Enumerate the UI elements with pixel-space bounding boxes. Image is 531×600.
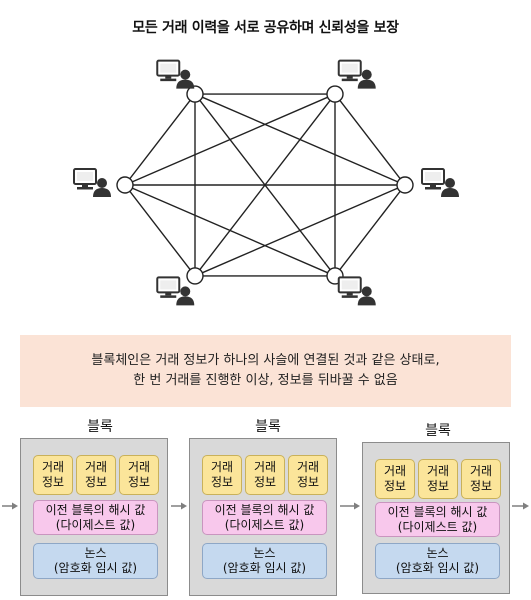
- hash-sublabel: (다이제스트 값): [397, 519, 478, 534]
- transaction-label: 거래: [296, 460, 320, 474]
- network-node: [186, 85, 204, 103]
- transaction-box: 거래 정보: [119, 455, 159, 495]
- block-2: 거래 정보 거래 정보 거래 정보 이전 블록의 해시 값 (다이제스트 값) …: [189, 438, 337, 596]
- transaction-label: 정보: [41, 475, 65, 489]
- chain-arrows: [2, 502, 529, 510]
- chain-arrow-head: [354, 502, 360, 510]
- computer-user-icon: [421, 168, 459, 197]
- network-link: [124, 93, 196, 186]
- transaction-box: 거래 정보: [76, 455, 116, 495]
- computer-user-icon: [156, 276, 195, 306]
- transaction-label: 정보: [296, 475, 320, 489]
- nonce-sublabel: (암호화 임시 값): [222, 561, 307, 575]
- hash-sublabel: (다이제스트 값): [55, 517, 136, 532]
- previous-hash-box: 이전 블록의 해시 값 (다이제스트 값): [375, 502, 500, 537]
- computer-user-icon: [73, 168, 111, 197]
- hash-sublabel: (다이제스트 값): [224, 517, 305, 532]
- transaction-label: 거래: [253, 460, 277, 474]
- transaction-label: 거래: [84, 460, 108, 474]
- network-diagram: [73, 59, 459, 306]
- chain-arrow-head: [523, 502, 529, 510]
- transaction-label: 거래: [210, 460, 234, 474]
- nonce-box: 논스 (암호화 임시 값): [202, 543, 327, 579]
- network-node: [326, 85, 344, 103]
- chain-arrow-head: [12, 502, 18, 510]
- block-label-2: 블록: [255, 419, 281, 435]
- banner-line-1: 블록체인은 거래 정보가 하나의 사슬에 연결된 것과 같은 상태로,: [91, 353, 440, 368]
- hash-label: 이전 블록의 해시 값: [387, 504, 488, 519]
- transaction-label: 정보: [253, 475, 277, 489]
- computer-user-icon: [337, 59, 376, 89]
- block-3: 거래 정보 거래 정보 거래 정보 이전 블록의 해시 값 (다이제스트 값) …: [362, 442, 510, 594]
- nonce-label: 논스: [84, 546, 107, 560]
- transaction-box: 거래 정보: [288, 455, 328, 495]
- transaction-label: 거래: [426, 464, 450, 478]
- nonce-label: 논스: [426, 546, 449, 560]
- network-node: [186, 267, 204, 285]
- transaction-box: 거래 정보: [461, 459, 501, 499]
- transaction-label: 거래: [469, 464, 493, 478]
- nonce-sublabel: (암호화 임시 값): [53, 561, 138, 575]
- transaction-label: 거래: [383, 464, 407, 478]
- network-link: [124, 184, 196, 277]
- computer-user-icon: [156, 59, 195, 89]
- network-link: [194, 93, 336, 277]
- nonce-box: 논스 (암호화 임시 값): [375, 543, 500, 579]
- network-link: [124, 184, 336, 277]
- transaction-label: 정보: [426, 479, 450, 493]
- hash-label: 이전 블록의 해시 값: [214, 502, 315, 517]
- transaction-box: 거래 정보: [245, 455, 285, 495]
- transaction-label: 거래: [41, 460, 65, 474]
- network-link: [334, 93, 406, 186]
- nonce-sublabel: (암호화 임시 값): [395, 561, 480, 575]
- description-banner: 블록체인은 거래 정보가 하나의 사슬에 연결된 것과 같은 상태로, 한 번 …: [20, 335, 511, 407]
- chain-arrow-head: [181, 502, 187, 510]
- transaction-box: 거래 정보: [375, 459, 415, 499]
- hash-label: 이전 블록의 해시 값: [45, 502, 146, 517]
- transaction-box: 거래 정보: [418, 459, 458, 499]
- transaction-label: 정보: [469, 479, 493, 493]
- transaction-box: 거래 정보: [202, 455, 242, 495]
- nonce-label: 논스: [253, 546, 276, 560]
- nonce-box: 논스 (암호화 임시 값): [33, 543, 158, 579]
- network-node: [396, 176, 414, 194]
- transaction-box: 거래 정보: [33, 455, 73, 495]
- transaction-label: 정보: [210, 475, 234, 489]
- block-1: 거래 정보 거래 정보 거래 정보 이전 블록의 해시 값 (다이제스트 값) …: [20, 438, 168, 596]
- transaction-label: 정보: [383, 479, 407, 493]
- computer-user-icon: [337, 276, 376, 306]
- previous-hash-box: 이전 블록의 해시 값 (다이제스트 값): [33, 500, 158, 535]
- diagram-title: 모든 거래 이력을 서로 공유하며 신뢰성을 보장: [132, 20, 399, 36]
- block-label-1: 블록: [87, 419, 113, 435]
- previous-hash-box: 이전 블록의 해시 값 (다이제스트 값): [202, 500, 327, 535]
- transaction-label: 정보: [84, 475, 108, 489]
- network-link: [334, 184, 406, 277]
- network-node: [116, 176, 134, 194]
- banner-line-2: 한 번 거래를 진행한 이상, 정보를 뒤바꿀 수 없음: [133, 373, 398, 388]
- transaction-label: 정보: [127, 475, 151, 489]
- block-label-3: 블록: [425, 423, 451, 439]
- transaction-label: 거래: [127, 460, 151, 474]
